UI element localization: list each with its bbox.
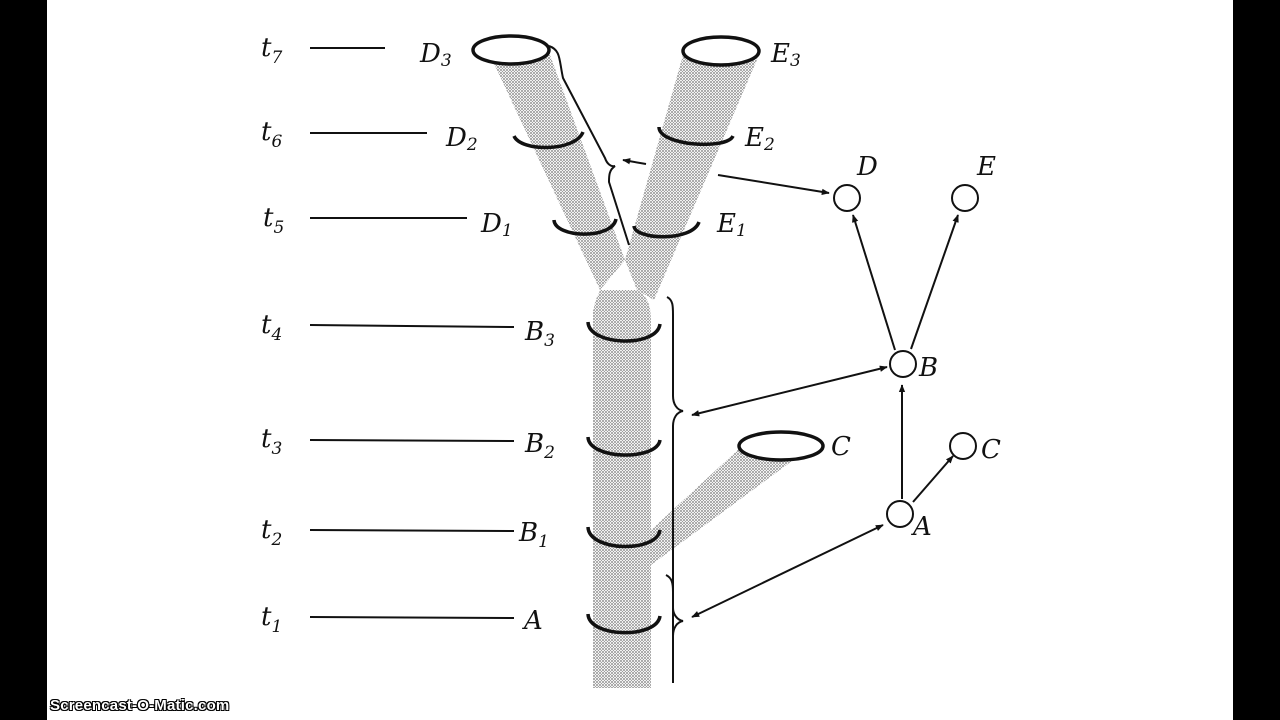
stage-label-d1: D1: [480, 209, 513, 241]
trunk-upper-shape: [593, 290, 651, 688]
time-labels: t7 t6 t5 t4 t3 t2 t1: [261, 33, 284, 637]
stage-label-b3: B3: [524, 317, 555, 351]
lineage-diagram: t7 t6 t5 t4 t3 t2 t1 D3 E3 D2 E2 D1 E1 B…: [261, 33, 1001, 688]
stage-label-d2: D2: [445, 123, 478, 155]
tree-nodes: [833, 184, 979, 528]
brace-b-segment: [666, 296, 684, 683]
edge-b-d: [852, 214, 896, 351]
left-branch-shape: [490, 55, 625, 290]
stage-labels: D3 E3 D2 E2 D1 E1 B3 B2 B1 A C: [419, 39, 851, 636]
node-b: [889, 350, 917, 378]
node-label-d: D: [856, 152, 878, 182]
time-label-t7: t7: [261, 33, 282, 68]
ring-d1: [552, 218, 618, 236]
brace-d-branch: [548, 45, 630, 246]
tree-node-labels: D E B A C: [856, 152, 1001, 542]
ring-c: [737, 430, 825, 462]
node-label-c: C: [981, 435, 1001, 465]
arrow-pointing-brace: [622, 158, 647, 165]
tick-line-t4: [309, 324, 515, 328]
stage-label-a: A: [522, 606, 543, 636]
tick-line-t1: [309, 616, 515, 619]
tick-line-t3: [309, 439, 515, 442]
stage-label-e2: E2: [744, 123, 775, 155]
stage-label-b2: B2: [524, 429, 555, 463]
stage-label-b1: B1: [518, 518, 549, 552]
node-a: [886, 500, 914, 528]
time-label-t3: t3: [261, 424, 282, 459]
brace-a-segment: [665, 574, 684, 683]
node-d: [833, 184, 861, 212]
stage-label-e3: E3: [770, 39, 801, 71]
ring-d3: [471, 34, 551, 66]
time-label-t5: t5: [263, 203, 284, 238]
edge-b-e: [910, 214, 959, 350]
ring-b3: [586, 321, 662, 343]
node-c: [949, 432, 977, 460]
braces: [548, 45, 684, 683]
time-label-t1: t1: [261, 602, 282, 637]
arrows: [622, 158, 959, 618]
ring-b2: [586, 436, 662, 457]
ring-e2: [657, 126, 735, 147]
node-label-e: E: [976, 152, 996, 182]
watermark-text: Screencast-O-Matic.com: [50, 697, 230, 714]
node-label-a: A: [911, 512, 932, 542]
time-label-t6: t6: [261, 117, 282, 152]
link-a-to-segment: [691, 524, 884, 618]
c-branch-shape: [651, 447, 811, 565]
time-tick-lines: [309, 47, 515, 619]
link-b-to-segment: [691, 365, 888, 417]
stage-label-e1: E1: [716, 209, 747, 241]
stage-label-d3: D3: [419, 39, 452, 71]
ring-e3: [681, 35, 761, 67]
right-branch-shape: [625, 55, 759, 300]
tick-line-t2: [309, 529, 515, 532]
time-label-t4: t4: [261, 310, 282, 345]
node-e: [951, 184, 979, 212]
branching-tube: [490, 55, 811, 688]
ring-e1: [632, 221, 701, 239]
stage-label-c: C: [831, 432, 851, 462]
link-d-to-branch: [717, 174, 830, 196]
diagram-frame: t7 t6 t5 t4 t3 t2 t1 D3 E3 D2 E2 D1 E1 B…: [47, 0, 1233, 720]
stage-rings: [471, 34, 825, 635]
ring-b1: [586, 526, 662, 549]
node-label-b: B: [918, 353, 938, 383]
time-label-t2: t2: [261, 515, 282, 550]
ring-d2: [512, 131, 585, 150]
edge-a-c: [912, 455, 954, 503]
ring-a: [586, 613, 662, 635]
